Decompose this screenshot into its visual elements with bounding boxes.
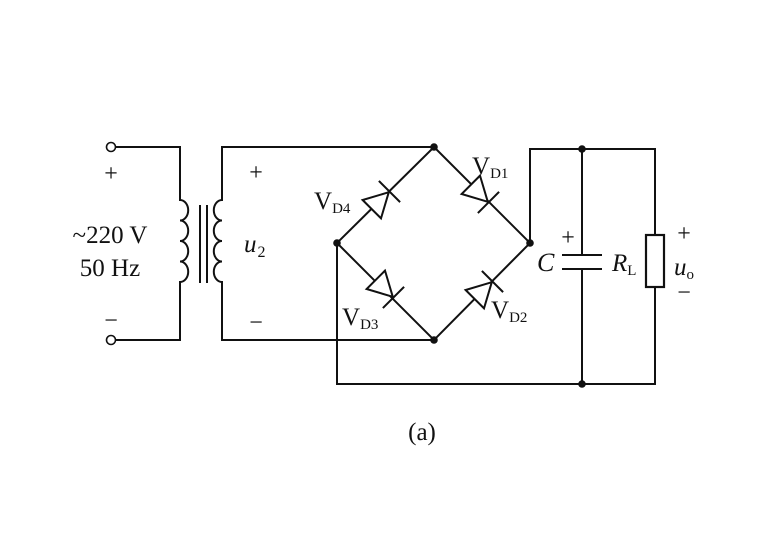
junction-dot [526, 239, 534, 247]
load-resistor-symbol [644, 233, 666, 289]
output-minus-sign: − [677, 280, 691, 306]
secondary-coil [212, 198, 224, 284]
capacitor-label: C [537, 248, 555, 277]
junction-dot [333, 239, 341, 247]
junction-dot [578, 380, 586, 388]
capacitor-symbol [562, 254, 602, 270]
junction-dot [430, 143, 438, 151]
input-terminal-bottom [105, 334, 117, 346]
diode-d4-symbol [360, 180, 401, 221]
diode-d2-label: VD2 [491, 297, 527, 326]
diode-d1-symbol [459, 173, 500, 214]
diode-d1-label: VD1 [472, 153, 508, 182]
secondary-wiring [221, 146, 435, 341]
primary-coil [178, 198, 190, 284]
output-wiring [336, 148, 656, 385]
input-terminal-top [105, 141, 117, 153]
primary-wiring [115, 146, 181, 341]
transformer-core [199, 205, 208, 283]
load-resistor-label: RL [611, 250, 636, 279]
source-frequency-label: 50 Hz [80, 255, 140, 282]
secondary-minus-sign: − [249, 310, 263, 336]
capacitor-plus-sign: + [561, 225, 575, 251]
secondary-voltage-label: u2 [244, 231, 266, 261]
output-plus-sign: + [677, 221, 691, 247]
output-voltage-label: uo [674, 254, 694, 283]
diode-d3-symbol [364, 268, 405, 309]
diode-d3-label: VD3 [342, 304, 378, 333]
figure-caption: (a) [408, 419, 436, 446]
source-voltage-label: ~220 V [73, 222, 148, 249]
junction-dot [430, 336, 438, 344]
input-minus-sign: − [104, 308, 118, 334]
junction-dot [578, 145, 586, 153]
diode-d2-symbol [463, 270, 504, 311]
diode-d4-label: VD4 [314, 188, 351, 217]
secondary-plus-sign: + [249, 160, 263, 186]
input-plus-sign: + [104, 161, 118, 187]
